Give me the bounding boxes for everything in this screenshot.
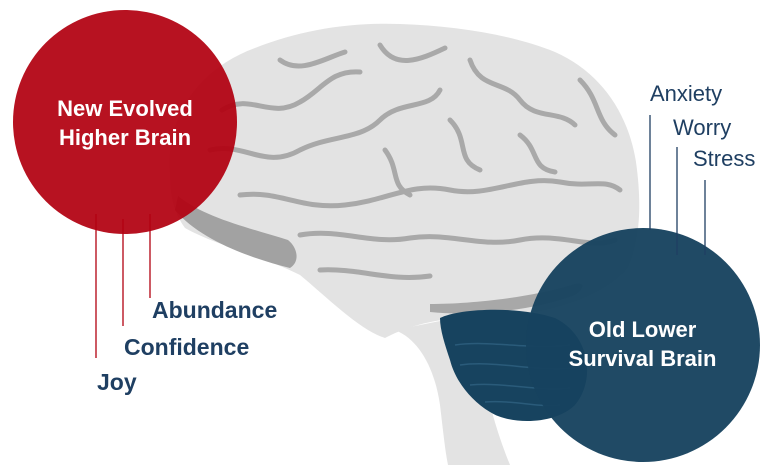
trait-joy: Joy [97,369,137,395]
trait-confidence: Confidence [124,334,250,360]
survival-brain-title: Old Lower Survival Brain [568,317,717,371]
trait-worry: Worry [673,115,732,140]
brain-shadow [175,196,297,268]
higher-brain-title: New Evolved Higher Brain [57,96,193,150]
trait-stress: Stress [693,146,756,171]
trait-anxiety: Anxiety [650,81,723,106]
higher-brain-connectors [95,214,151,358]
survival-brain-circle [526,228,760,462]
higher-brain-circle [13,10,237,234]
trait-abundance: Abundance [152,297,278,323]
survival-brain-connectors [649,115,706,255]
brain-folds [207,42,623,281]
brain-stem [395,318,510,465]
